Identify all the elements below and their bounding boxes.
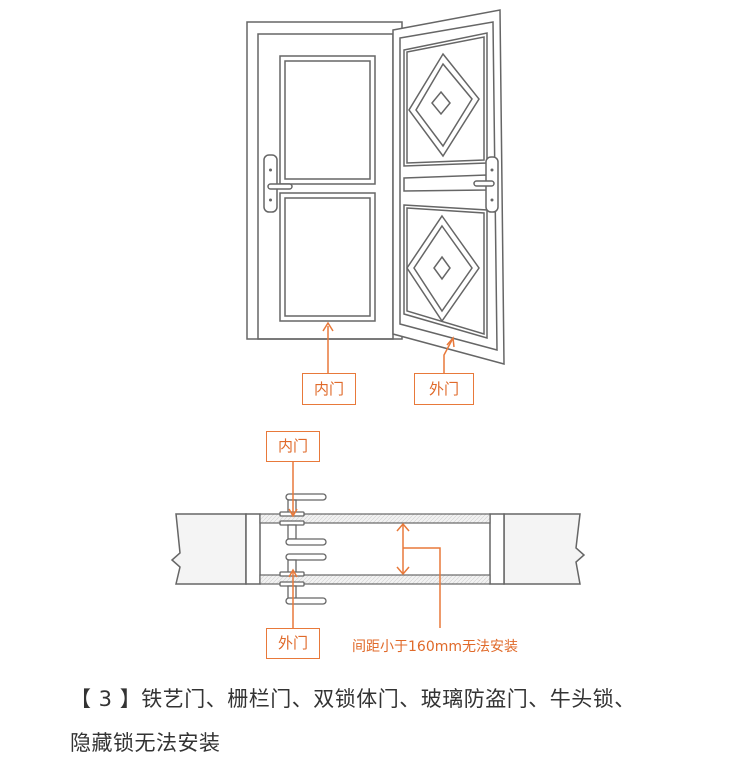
outer-door-pointer [288, 568, 298, 628]
outer-door-section-label: 外门 [266, 628, 320, 659]
wall-section [170, 513, 586, 585]
inner-door-lock [263, 154, 293, 213]
inner-door-pointer [288, 462, 298, 518]
inner-door-lower-panel [279, 192, 376, 322]
inner-door-section-label: 内门 [266, 431, 320, 462]
inner-door-upper-panel-inset [284, 60, 371, 180]
outer-door-handles [279, 553, 327, 605]
inner-door-lower-panel-inset [284, 197, 371, 317]
outer-door-arrow [443, 336, 455, 373]
inner-door-label: 内门 [302, 373, 356, 405]
spacing-dimension [396, 522, 441, 628]
outer-door-lock [473, 156, 499, 213]
caption-line-2: 隐藏锁无法安装 [70, 731, 221, 755]
outer-door-lower-diamond [406, 214, 480, 323]
inner-door [246, 21, 403, 340]
outer-door-label: 外门 [414, 373, 474, 405]
spacing-note: 间距小于160mm无法安装 [352, 639, 518, 655]
inner-door-upper-panel [279, 55, 376, 185]
outer-door-lower-panel [403, 204, 488, 339]
inner-door-handles [279, 493, 327, 546]
inner-door-slab [259, 513, 491, 524]
outer-door [392, 9, 505, 365]
inner-door-arrow [322, 321, 334, 373]
outer-door-upper-diamond [408, 52, 480, 158]
outer-door-slab [259, 574, 491, 585]
caption-line-1: 【 3 】铁艺门、栅栏门、双锁体门、玻璃防盗门、牛头锁、 [70, 687, 636, 711]
